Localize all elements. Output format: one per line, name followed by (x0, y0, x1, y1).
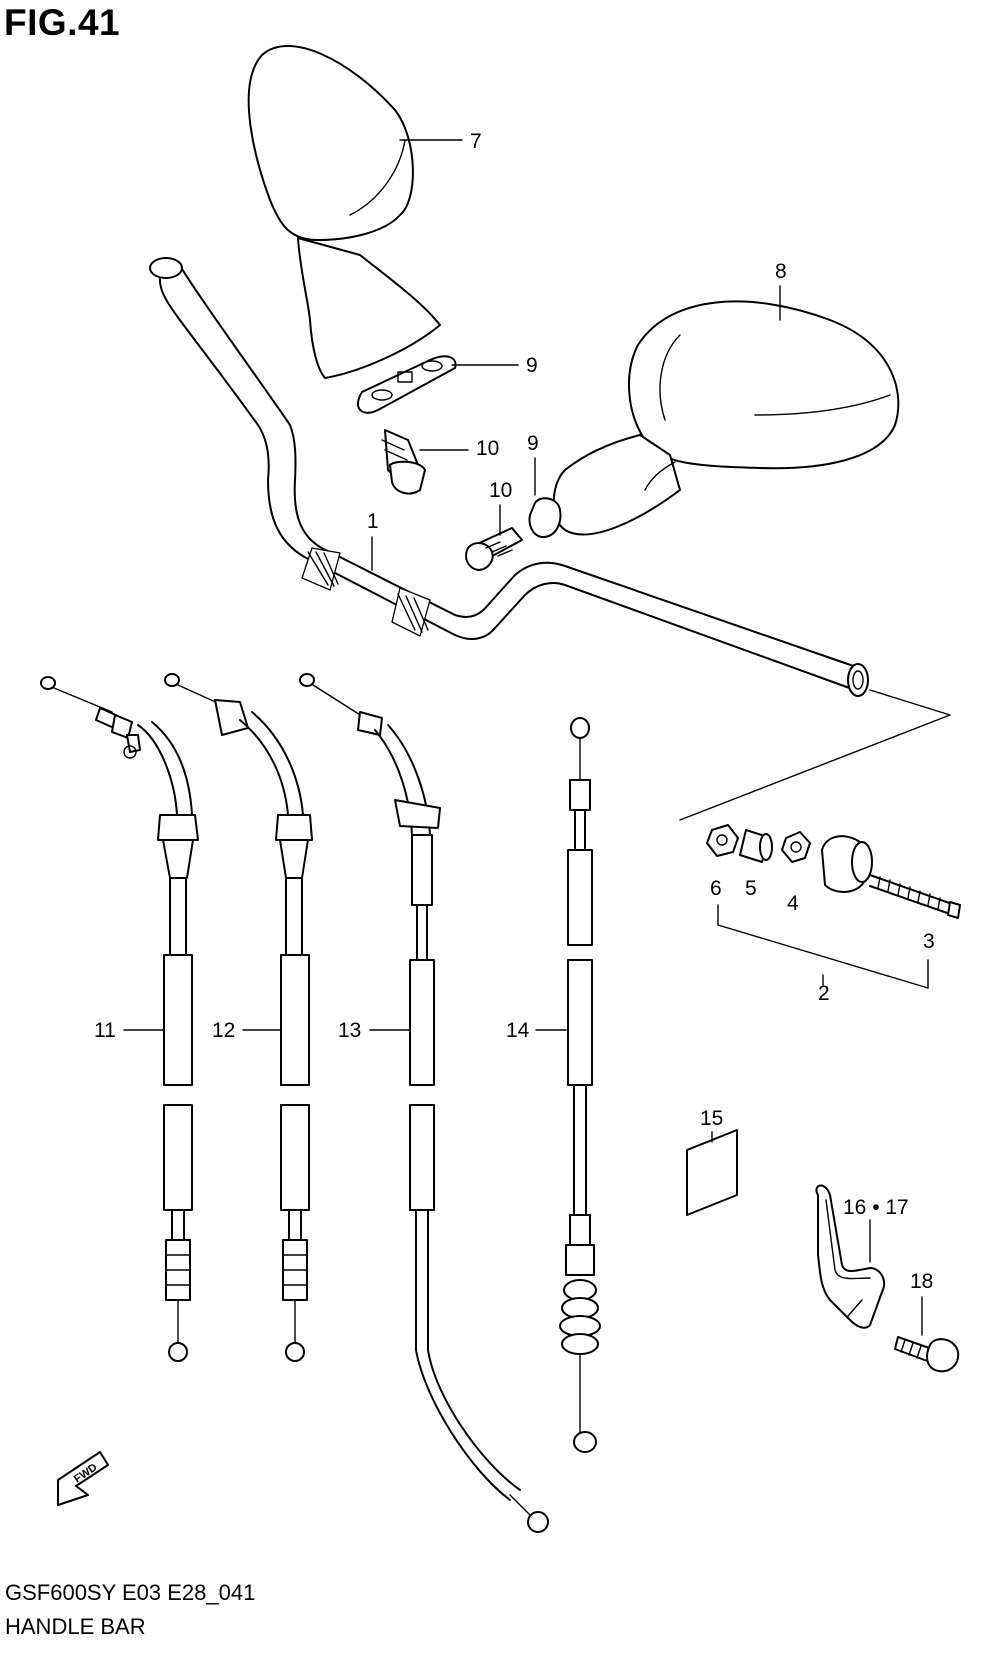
knurled-band-right (391, 587, 431, 637)
model-code: GSF600SY E03 E28_041 (5, 1580, 256, 1605)
arrow-forward-icon (57, 1451, 109, 1506)
knurled-band-left (301, 547, 341, 591)
part-1-handlebar (149, 257, 869, 697)
callout-9-lower: 9 (527, 432, 539, 455)
part-15-label (686, 1129, 738, 1216)
part-13-choke-cable (299, 673, 549, 1533)
callout-13: 13 (338, 1019, 361, 1042)
callout-16-17: 16 • 17 (843, 1196, 909, 1219)
part-10-bolt-upper (381, 429, 426, 495)
callout-3: 3 (923, 930, 935, 953)
callout-14: 14 (506, 1019, 530, 1042)
assembly-bracket (717, 904, 929, 989)
callout-10-lower: 10 (489, 479, 512, 502)
part-7-left-bar-cover (247, 45, 441, 379)
part-6-nut (706, 824, 739, 857)
callout-9-upper: 9 (526, 354, 538, 377)
forward-direction-marker: FWD (57, 1451, 109, 1506)
part-3-balancer-weight-and-screw (821, 835, 961, 919)
callout-1: 1 (367, 510, 379, 533)
part-11-throttle-cable (40, 676, 199, 1362)
callout-15: 15 (700, 1107, 723, 1130)
part-9-collar-lower (528, 497, 562, 539)
callout-2: 2 (818, 982, 830, 1005)
part-4-nut (781, 831, 811, 863)
figure-title: FIG.41 (4, 2, 121, 43)
part-10-bolt-lower (465, 527, 523, 571)
callout-4: 4 (787, 892, 799, 915)
callout-5: 5 (745, 877, 757, 900)
callout-12: 12 (212, 1019, 235, 1042)
part-12-throttle-cable (164, 673, 313, 1362)
callout-8: 8 (775, 260, 787, 283)
callout-18: 18 (910, 1270, 933, 1293)
part-8-right-bar-cover (552, 300, 900, 536)
section-name: HANDLE BAR (5, 1614, 146, 1639)
part-18-bolt (894, 1336, 960, 1373)
part-9-clamp-plate-upper (357, 355, 457, 414)
callout-11: 11 (94, 1019, 116, 1042)
callout-7: 7 (470, 130, 482, 153)
part-16-17-cable-clamp (815, 1184, 886, 1329)
part-14-clutch-cable (559, 717, 601, 1453)
part-5-spacer (739, 829, 773, 863)
callout-6: 6 (710, 877, 722, 900)
assembly-leader-line (679, 689, 951, 821)
callout-10-upper: 10 (476, 437, 499, 460)
